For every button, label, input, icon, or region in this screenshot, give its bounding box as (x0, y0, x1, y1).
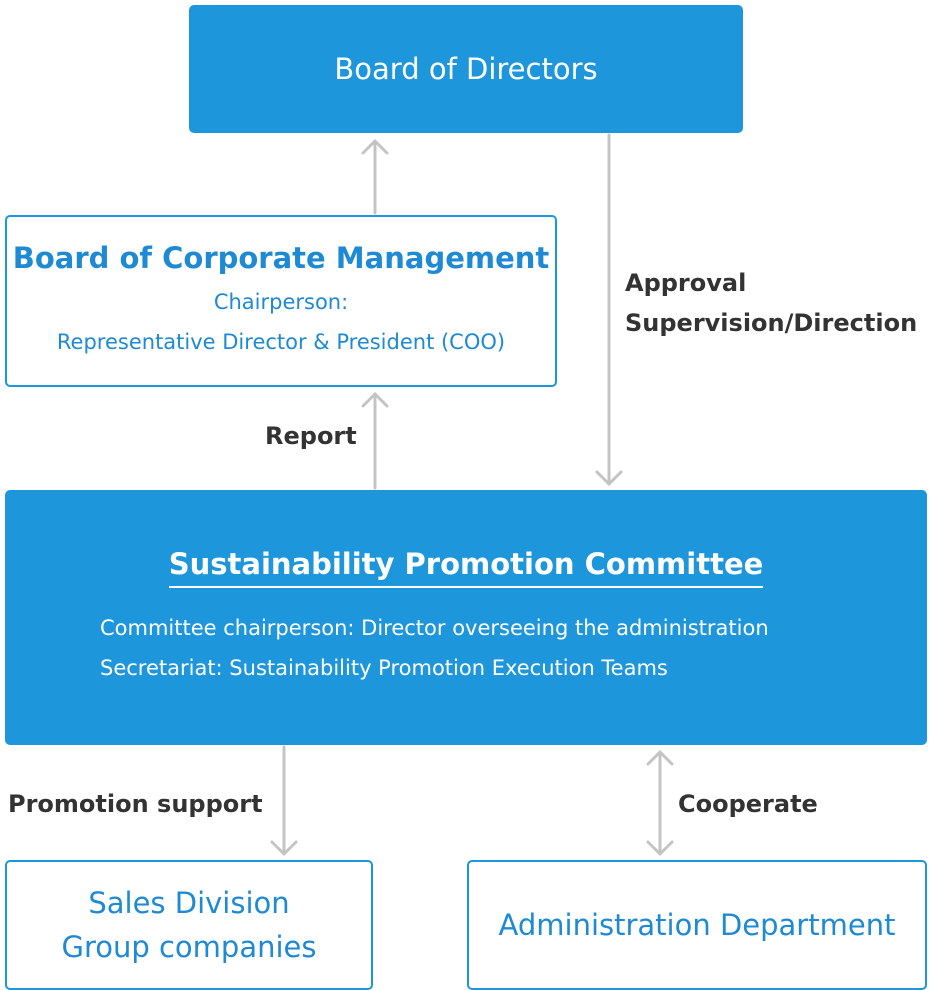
group-companies-line: Group companies (61, 930, 317, 964)
promotion-support-label: Promotion support (8, 790, 263, 818)
board-of-directors-title: Board of Directors (334, 52, 598, 86)
board-of-corporate-management-title: Board of Corporate Management (12, 241, 550, 275)
sales-division-line: Sales Division (88, 886, 290, 920)
sustainability-promotion-committee-box: Sustainability Promotion Committee Commi… (5, 490, 927, 745)
chairperson-label: Chairperson: (213, 290, 349, 314)
arrow-committee-to-sales (270, 745, 298, 856)
approval-label: Approval (625, 269, 747, 297)
arrow-committee-admin-bidirectional (646, 750, 674, 856)
board-of-directors-box: Board of Directors (189, 5, 743, 133)
supervision-direction-label: Supervision/Direction (625, 309, 918, 337)
sales-division-box: Sales Division Group companies (5, 860, 373, 990)
administration-department-box: Administration Department (467, 860, 927, 990)
committee-chairperson-line: Committee chairperson: Director overseei… (100, 616, 769, 640)
chairperson-value: Representative Director & President (COO… (56, 330, 506, 354)
committee-title: Sustainability Promotion Committee (168, 545, 764, 588)
arrow-mgmt-to-directors (361, 139, 389, 215)
arrow-directors-to-committee (595, 133, 623, 486)
board-of-corporate-management-box: Board of Corporate Management Chairperso… (5, 215, 557, 387)
cooperate-label: Cooperate (678, 790, 818, 818)
arrow-committee-to-mgmt (361, 392, 389, 490)
administration-department-title: Administration Department (498, 908, 896, 942)
report-label: Report (265, 422, 357, 450)
committee-secretariat-line: Secretariat: Sustainability Promotion Ex… (100, 656, 668, 680)
